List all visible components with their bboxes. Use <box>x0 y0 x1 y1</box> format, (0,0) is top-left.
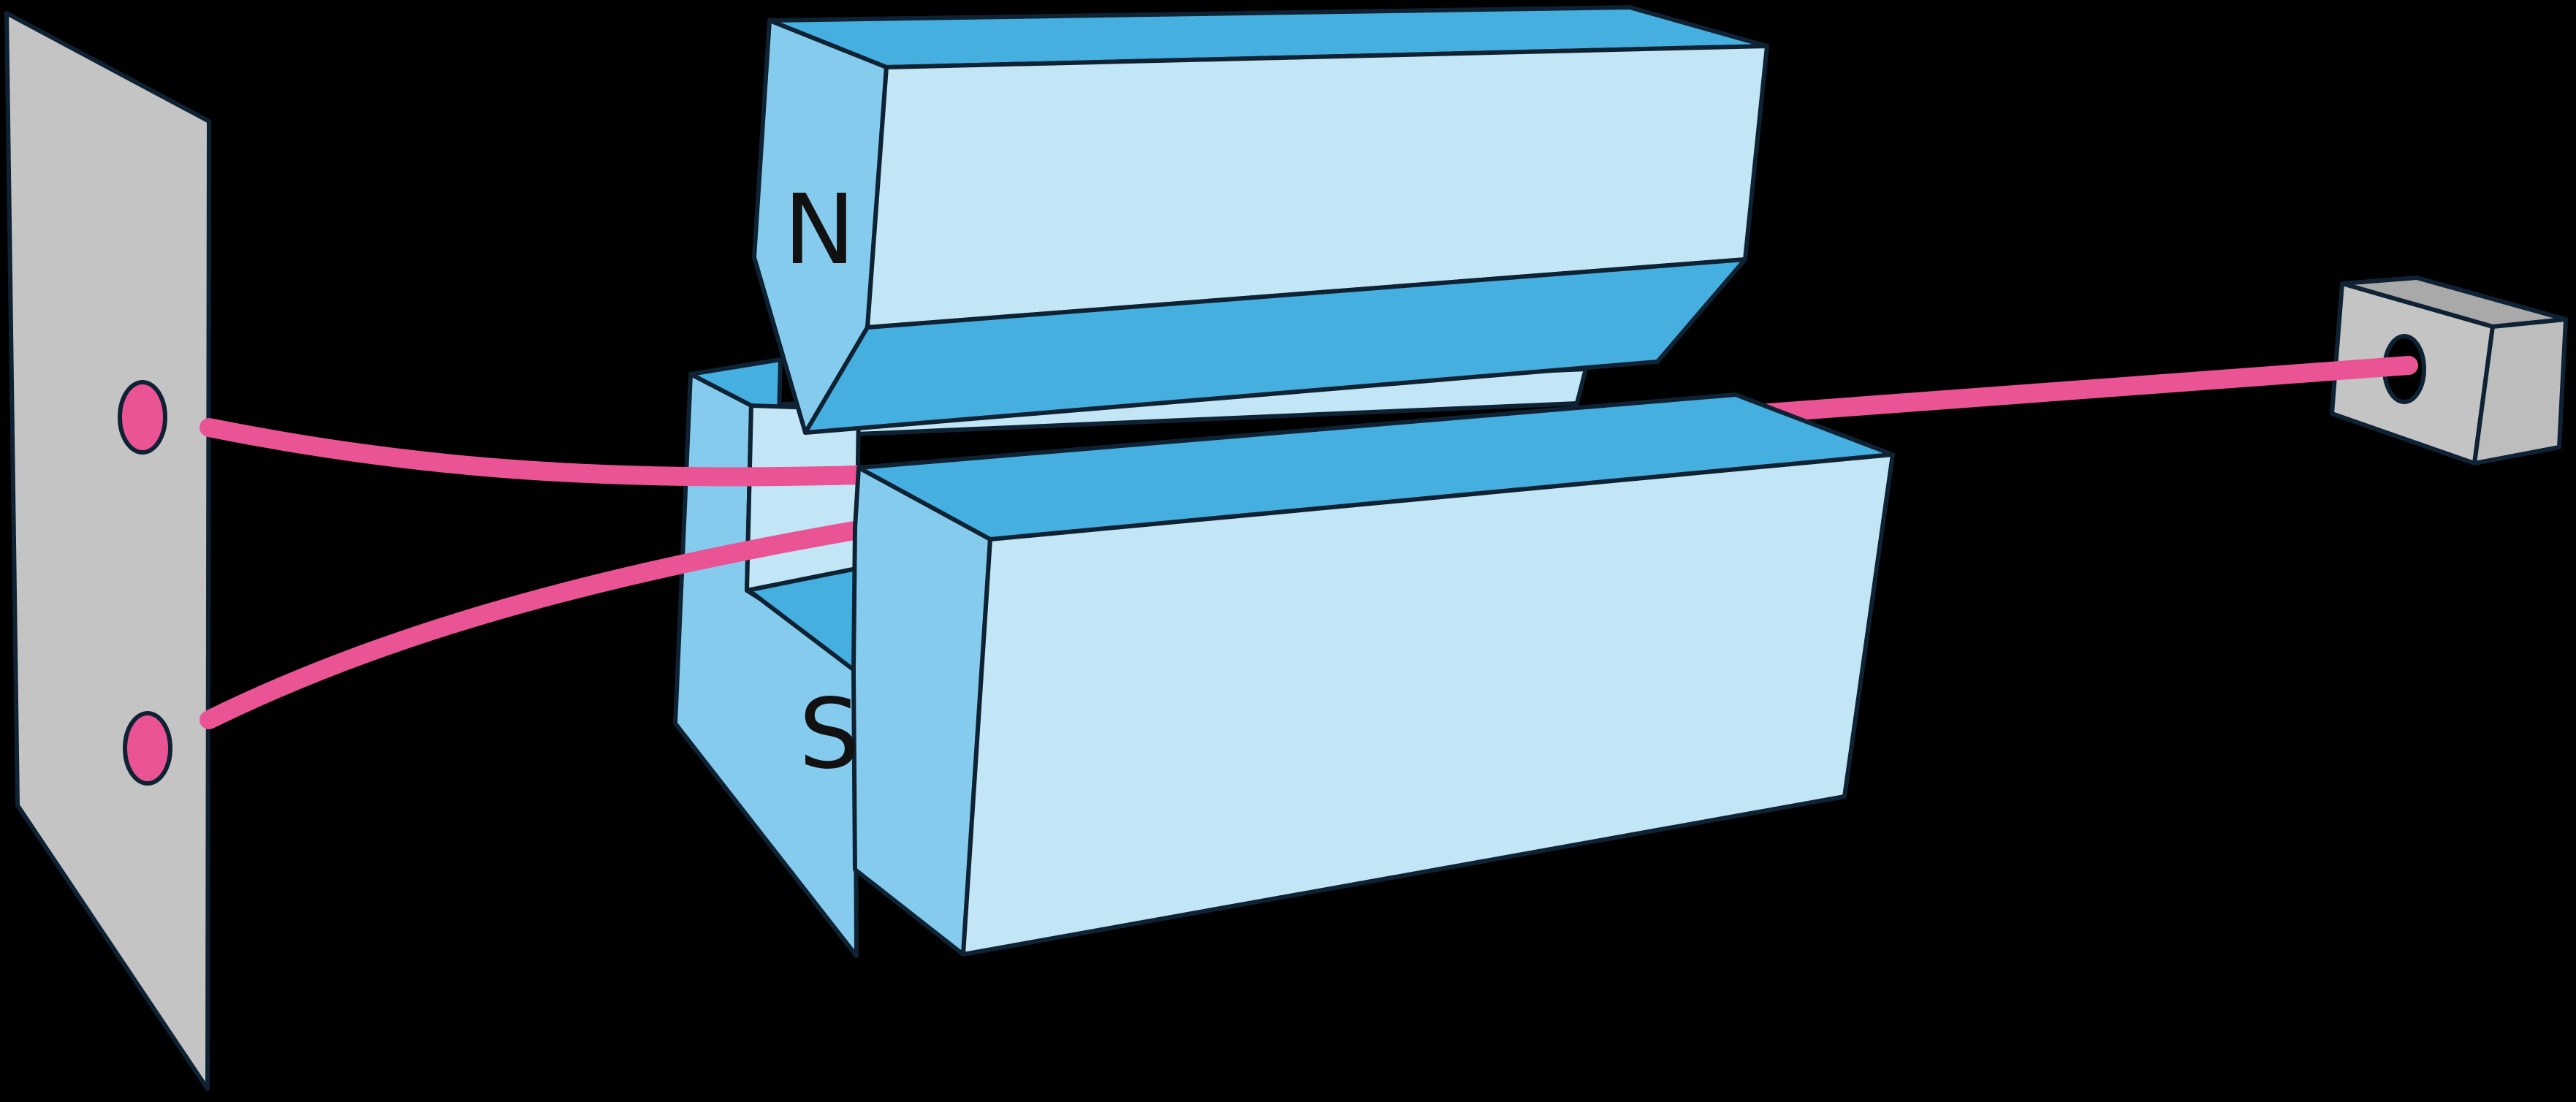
inner-gap-wall <box>745 403 861 593</box>
south-pole-label: S <box>799 678 860 791</box>
source-box-side <box>2472 317 2568 466</box>
screen-panel <box>4 11 211 1091</box>
beam-upper-path-left <box>200 418 952 487</box>
upper-impact-spot <box>118 380 167 455</box>
lower-impact-spot <box>123 711 172 786</box>
north-pole-block: N <box>752 5 1769 435</box>
south-side-face <box>961 452 1895 957</box>
beam-lower-path <box>200 520 868 729</box>
north-pole-label: N <box>783 174 856 286</box>
south-pole-block: S <box>799 392 1895 957</box>
detector-screen <box>4 11 211 1091</box>
north-pole-face <box>803 257 1747 435</box>
beam-upper-path-right <box>1759 356 2418 422</box>
